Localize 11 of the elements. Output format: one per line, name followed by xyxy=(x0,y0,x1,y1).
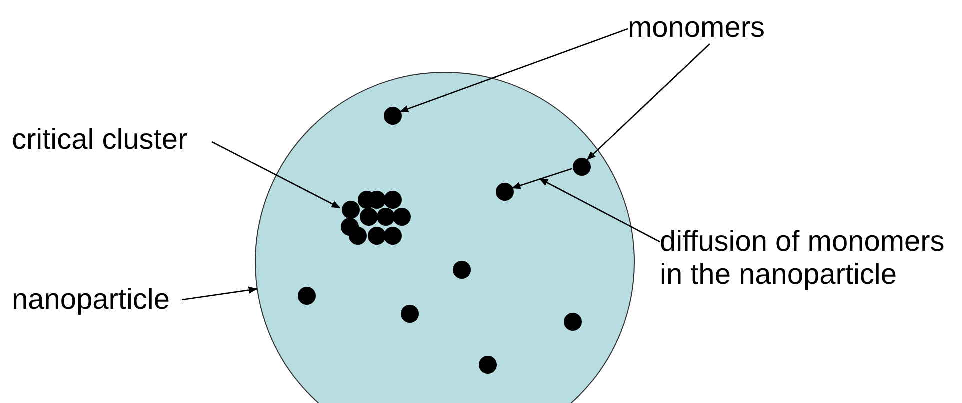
callout-label: nanoparticle xyxy=(12,284,170,317)
callout-label: critical cluster xyxy=(12,124,188,157)
arrow xyxy=(400,28,628,112)
arrow xyxy=(182,286,258,301)
callout-label: monomers xyxy=(628,12,765,45)
arrow xyxy=(512,168,573,190)
callout-label: diffusion of monomers in the nanoparticle xyxy=(660,226,946,292)
leader-line xyxy=(539,178,660,243)
arrow xyxy=(586,44,710,160)
arrow xyxy=(212,141,341,209)
cluster-drawing xyxy=(341,190,411,245)
